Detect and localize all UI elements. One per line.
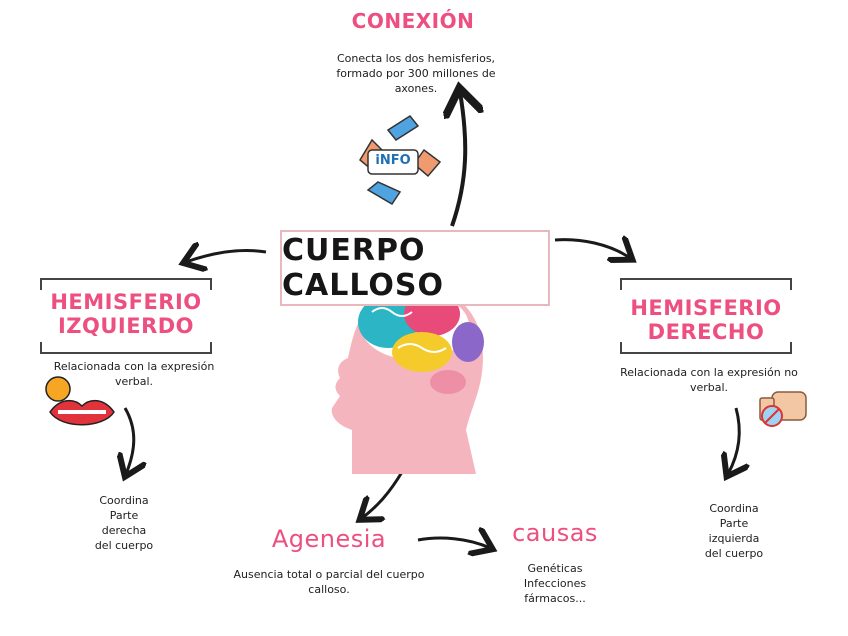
function-line: del cuerpo <box>704 546 764 560</box>
agenesia-line: calloso. <box>308 582 350 596</box>
causas-item: Infecciones <box>523 576 587 590</box>
function-line: derecha <box>101 523 147 537</box>
function-line: Parte <box>719 516 749 530</box>
function-line: izquierda <box>708 531 760 545</box>
function-line: del cuerpo <box>94 538 154 552</box>
hemisferio-izquierdo-title-line: IZQUIERDO <box>57 314 195 339</box>
agenesia-title: Agenesia <box>271 525 387 553</box>
arrow-to-causas <box>417 538 490 548</box>
conexion-description: Conecta los dos hemisferios, formado por… <box>318 52 514 97</box>
central-topic-title: CUERPO CALLOSO <box>282 233 445 303</box>
conexion-line: formado por 300 millones de <box>336 66 496 80</box>
conexion-line: axones. <box>394 81 438 95</box>
arrow-to-agenesia <box>362 471 404 518</box>
description-line: verbal. <box>114 374 154 388</box>
hemisferio-izquierdo-frame-top <box>40 278 212 290</box>
hemisferio-izquierdo-function: Coordina Parte derecha del cuerpo <box>74 494 174 553</box>
hemisferio-derecho-frame-top <box>620 278 792 290</box>
description-line: Relacionada con la expresión <box>53 360 215 373</box>
hemisferio-derecho-title: HEMISFERIO DERECHO <box>620 296 792 344</box>
causas-item: Genéticas <box>527 562 583 575</box>
info-label: iNFO <box>375 153 411 168</box>
agenesia-description: Ausencia total o parcial del cuerpo call… <box>222 568 436 598</box>
central-topic-box: CUERPO CALLOSO <box>280 230 550 306</box>
hemisferio-derecho-title-line: DERECHO <box>647 320 765 345</box>
description-line: verbal. <box>689 380 729 394</box>
hemisferio-derecho-frame-bottom <box>620 342 792 354</box>
info-cycle-icon <box>359 115 442 206</box>
hemisferio-derecho-function: Coordina Parte izquierda del cuerpo <box>684 502 784 561</box>
hemisferio-derecho-title-line: HEMISFERIO <box>630 296 782 320</box>
lips-icon <box>45 376 115 426</box>
description-line: Relacionada con la expresión no <box>620 366 798 379</box>
causas-title: causas <box>512 519 598 547</box>
thumbs-up-icon <box>759 391 807 427</box>
conexion-line: Conecta los dos hemisferios, <box>336 52 496 65</box>
arrow-izquierdo-down <box>125 407 134 474</box>
causas-list: Genéticas Infecciones fármacos... <box>500 562 610 607</box>
arrow-derecho-down <box>728 407 739 474</box>
hemisferio-izquierdo-description: Relacionada con la expresión verbal. <box>36 360 232 390</box>
hemisferio-izquierdo-title: HEMISFERIO IZQUIERDO <box>40 290 212 338</box>
agenesia-line: Ausencia total o parcial del cuerpo <box>233 568 425 581</box>
arrow-to-hemisferio-izquierdo <box>186 250 267 262</box>
hemisferio-derecho-description: Relacionada con la expresión no verbal. <box>606 366 812 396</box>
function-line: Coordina <box>709 502 759 515</box>
arrow-to-conexion <box>452 92 465 227</box>
function-line: Parte <box>109 508 139 522</box>
function-line: Coordina <box>99 494 149 507</box>
hemisferio-izquierdo-title-line: HEMISFERIO <box>50 290 202 314</box>
hemisferio-izquierdo-frame-bottom <box>40 342 212 354</box>
conexion-title: CONEXIÓN <box>351 9 475 33</box>
head-silhouette-icon <box>331 289 484 474</box>
causas-item: fármacos... <box>524 591 586 605</box>
arrow-to-hemisferio-derecho <box>554 240 630 258</box>
